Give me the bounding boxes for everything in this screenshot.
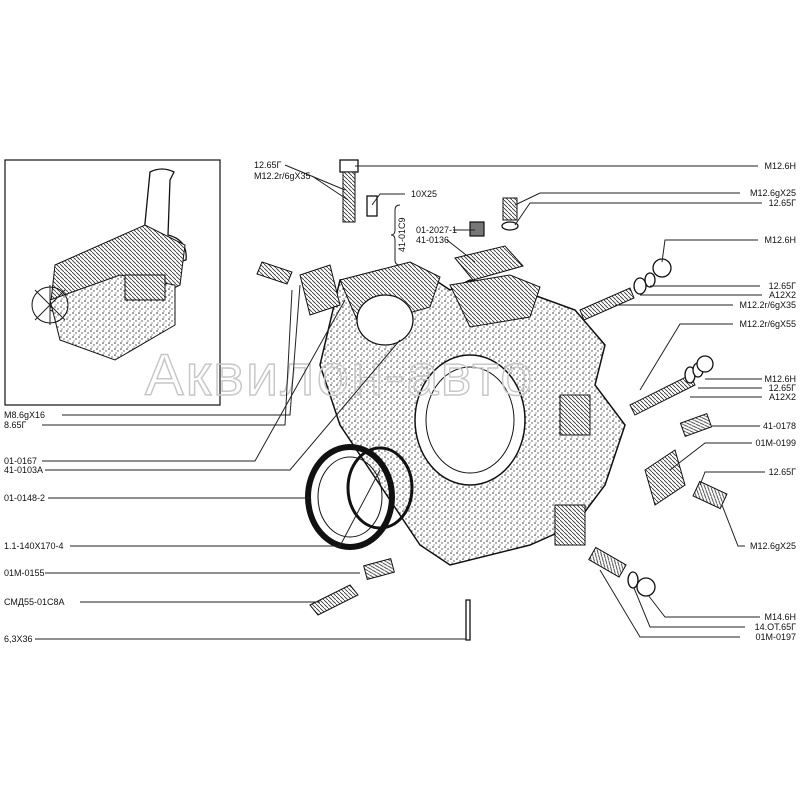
label: M14.6H [764, 612, 796, 622]
label: 41-0103A [4, 465, 43, 475]
leader-lines [35, 164, 765, 640]
label: 41-01C9 [397, 217, 407, 252]
label: 01M-0155 [4, 568, 45, 578]
label: M12.6gX25 [750, 541, 796, 551]
label: 12.65Г [254, 160, 282, 170]
label: 01M-0197 [755, 632, 796, 642]
label: 12.65Г [769, 198, 797, 208]
labels-right: M12.6H M12.6gX25 12.65Г M12.6H 12.65Г A1… [739, 161, 796, 642]
label: 01-2027-1 [416, 225, 457, 235]
label: 10X25 [411, 189, 437, 199]
label: 01M-0199 [755, 438, 796, 448]
label: M12.6H [764, 235, 796, 245]
label: M12.2r/6gX35 [739, 300, 796, 310]
engine-inset [4, 159, 221, 406]
labels-left: M8.6gX16 8.65Г 01-0167 41-0103A 01-0148-… [4, 410, 65, 644]
label: A12X2 [769, 392, 796, 402]
label: 12.65Г [769, 383, 797, 393]
label: A12X2 [769, 290, 796, 300]
label: 1.1-140X170-4 [4, 541, 64, 551]
label: 6,3X36 [4, 634, 33, 644]
label: M12.6H [764, 161, 796, 171]
seal-rings [305, 444, 414, 550]
label: M12.2r/6gX55 [739, 319, 796, 329]
label: СМД55-01С8А [4, 597, 65, 607]
label: 01-0148-2 [4, 493, 45, 503]
label: M12.2r/6gX35 [254, 171, 311, 181]
label: 12.65Г [769, 281, 797, 291]
flywheel-housing [319, 261, 626, 566]
label: 8.65Г [4, 420, 27, 430]
fasteners [256, 159, 728, 641]
cover-plate [454, 245, 524, 281]
label: 12.65Г [769, 467, 797, 477]
label: M12.6H [764, 374, 796, 384]
label: M8.6gX16 [4, 410, 45, 420]
label: M12.6gX25 [750, 188, 796, 198]
label: 01-0167 [4, 456, 37, 466]
watermark: Аквилон-авто [145, 343, 534, 408]
label: 41-0136 [416, 235, 449, 245]
gasket [299, 264, 341, 316]
labels-top: 12.65Г M12.2r/6gX35 10X25 41-01C9 01-202… [254, 160, 457, 252]
label: 41-0178 [763, 421, 796, 431]
label: 14.OT.65Г [755, 622, 797, 632]
